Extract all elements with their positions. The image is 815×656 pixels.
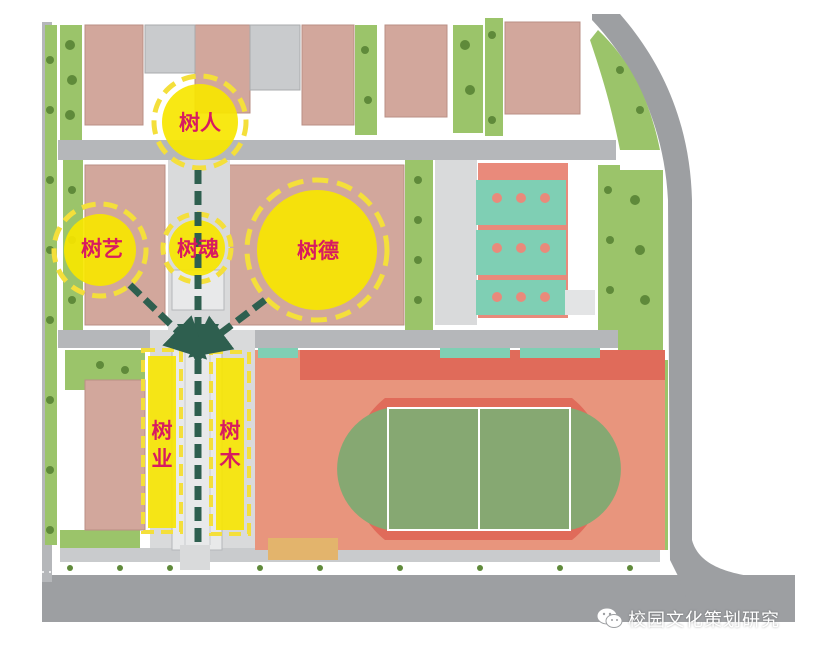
zone-label-shuyi: 树艺 xyxy=(81,237,123,261)
wechat-icon xyxy=(596,607,623,628)
building-north-3 xyxy=(301,24,355,126)
zone-label-shuye-bottom: 业 xyxy=(152,447,173,471)
zone-label-shumu-top: 树 xyxy=(220,419,241,443)
sand-pit xyxy=(268,538,338,560)
zone-labels: 树人 树艺 树魂 树德 树 业 树 木 xyxy=(81,111,339,471)
zone-label-shude: 树德 xyxy=(297,239,339,263)
road-north-inner xyxy=(58,140,616,160)
buildings xyxy=(84,21,581,531)
courtyard-2 xyxy=(249,24,301,91)
building-north-1 xyxy=(84,24,144,126)
courtyard-1 xyxy=(144,24,196,74)
building-north-5 xyxy=(504,21,581,115)
zone-label-shumu-bottom: 木 xyxy=(219,447,242,471)
building-north-4 xyxy=(384,24,448,118)
basketball-courts xyxy=(435,160,595,325)
sports-ground xyxy=(255,348,665,560)
building-southwest xyxy=(84,379,146,531)
zone-label-shuren: 树人 xyxy=(179,111,221,135)
road-south xyxy=(42,575,795,622)
highlight-zones xyxy=(51,73,390,536)
watermark-text: 校园文化策划研究 xyxy=(628,610,780,631)
road-middle xyxy=(58,330,638,348)
road-inner-south xyxy=(60,548,660,562)
zone-label-shuye-top: 树 xyxy=(152,419,173,443)
zone-label-shuhun: 树魂 xyxy=(177,237,219,261)
path-arrows xyxy=(127,170,268,548)
